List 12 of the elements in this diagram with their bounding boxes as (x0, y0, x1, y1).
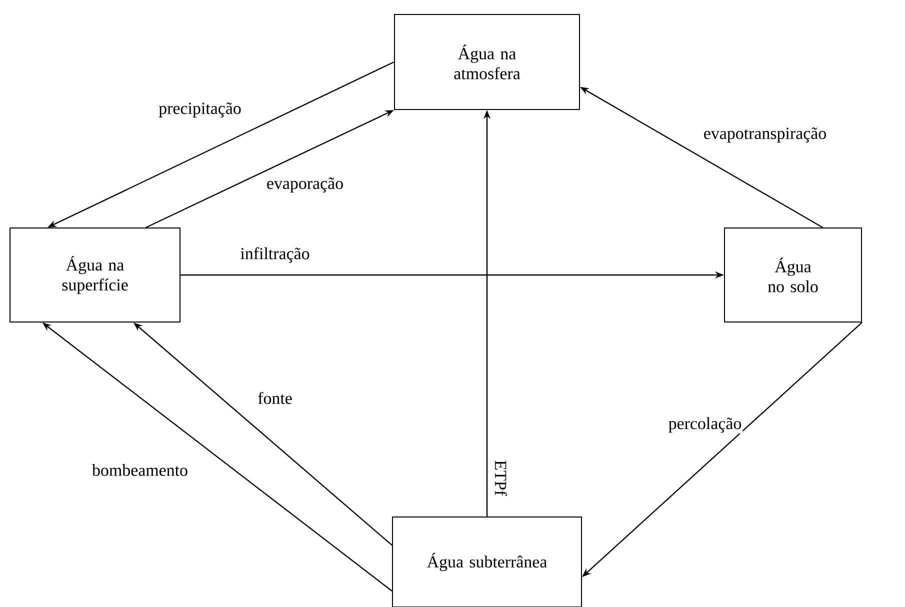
edge-label: precipitação (158, 101, 242, 118)
edge-label: infiltração (239, 246, 311, 264)
process-box: Água no solo (724, 227, 862, 322)
edge-label: ETPf (494, 459, 508, 497)
process-box: Água na atmosfera (394, 14, 580, 110)
process-box: Água na superfície (10, 227, 180, 322)
edge-label: percolação (667, 416, 743, 434)
process-box: Água subterrânea (392, 516, 582, 607)
edge-label: bombeamento (91, 463, 189, 477)
edge-label: evaporação (265, 176, 345, 194)
edge-label: evapotranspiração (702, 126, 828, 144)
edge-label: fonte (256, 390, 294, 406)
